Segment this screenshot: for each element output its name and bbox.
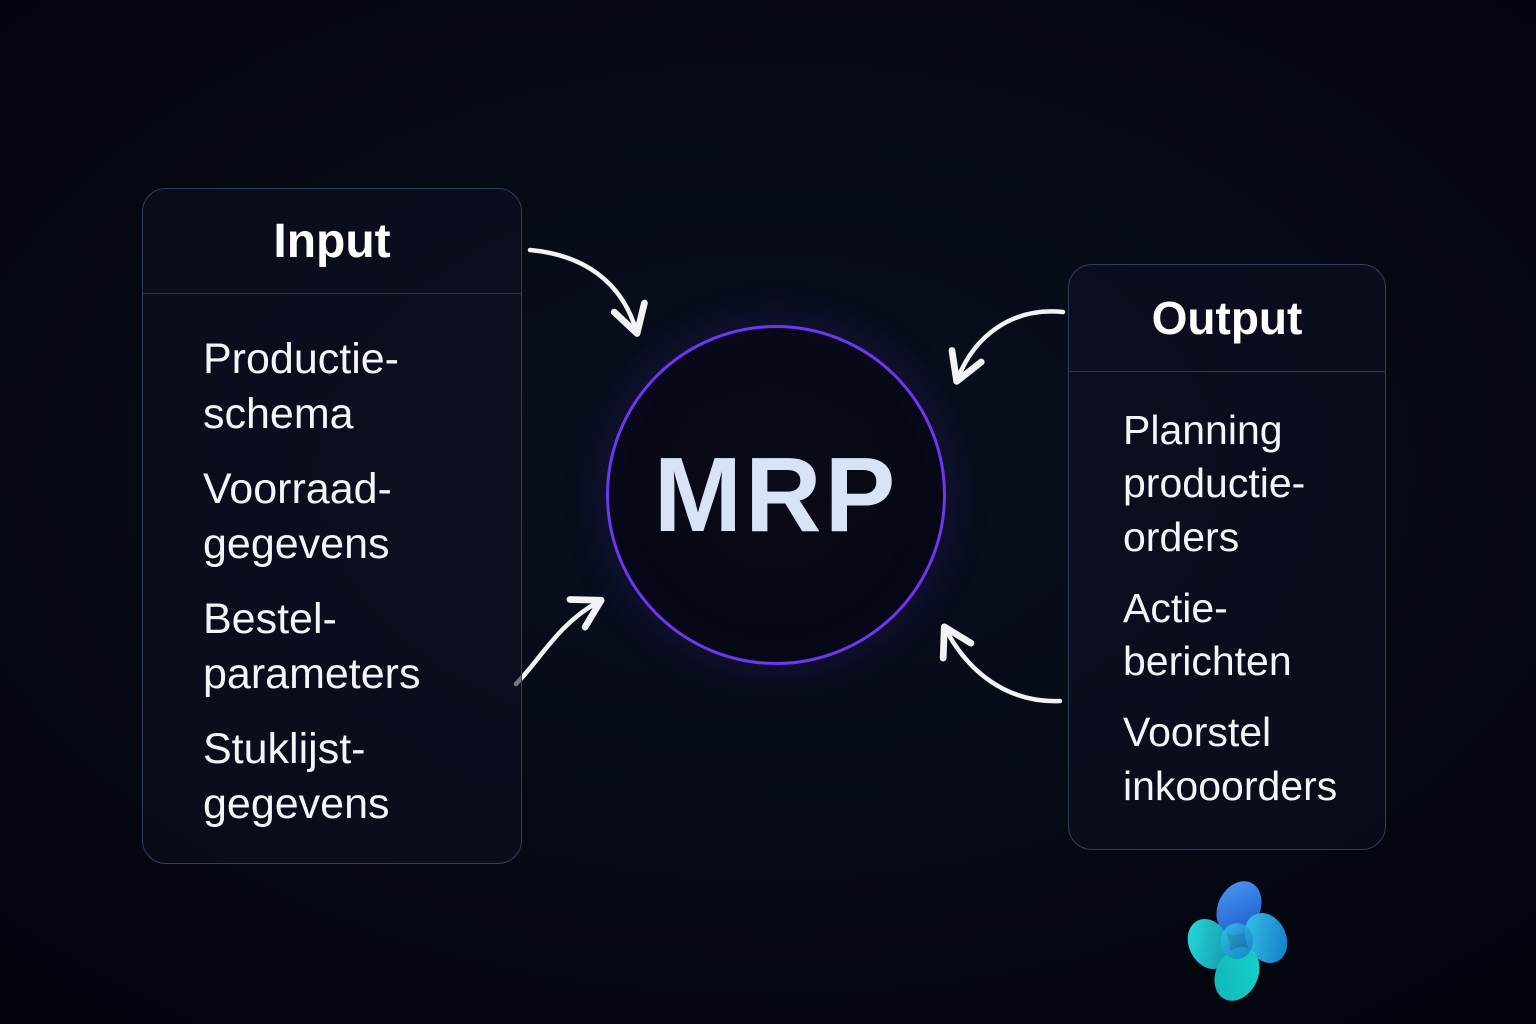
arrow-input-bottom [513, 596, 605, 687]
arrow-output-bottom [939, 623, 1063, 704]
input-panel-title: Input [143, 189, 521, 294]
mrp-circle: MRP [606, 325, 946, 665]
brand-logo-icon [1187, 881, 1288, 1001]
output-item-planning-productieorders: Planning productie- orders [1123, 407, 1306, 560]
output-item-actieberichten: Actie- berichten [1123, 584, 1292, 685]
output-panel-title: Output [1069, 265, 1385, 372]
output-panel-items: Planning productie- orders Actie- berich… [1069, 372, 1385, 813]
output-panel: Output Planning productie- orders Actie-… [1068, 264, 1386, 850]
arrow-input-top [527, 247, 648, 337]
input-panel-items: Productie- schema Voorraad- gegevens Bes… [143, 294, 521, 832]
mrp-label: MRP [653, 435, 899, 554]
input-panel: Input Productie- schema Voorraad- gegeve… [142, 188, 522, 864]
input-item-voorraadgegevens: Voorraad- gegevens [203, 465, 392, 569]
input-item-stuklijstgegevens: Stuklijst- gegevens [203, 725, 390, 829]
arrow-output-top [948, 309, 1066, 385]
input-item-bestelparameters: Bestel- parameters [203, 595, 421, 699]
output-item-voorstel-inkooorders: Voorstel inkooorders [1123, 709, 1338, 809]
input-item-productieschema: Productie- schema [203, 335, 399, 439]
